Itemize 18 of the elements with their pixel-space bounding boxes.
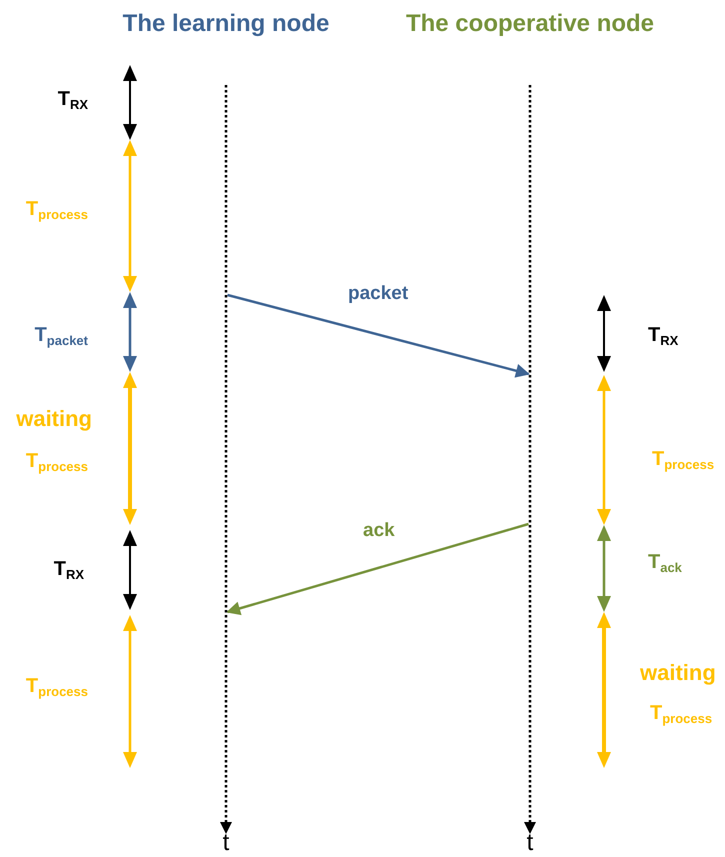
message-arrow xyxy=(227,294,530,378)
message-arrow xyxy=(226,522,529,616)
duration-label: T$_{packet}$ xyxy=(34,324,88,350)
lifeline-heading: The cooperative node xyxy=(406,10,654,38)
duration-label: T$_{process}$ xyxy=(26,198,88,224)
duration-label: T$_{process}$ xyxy=(26,450,88,476)
duration-label: T$_{process}$ xyxy=(26,675,88,701)
duration-label: T$_{ack}$ xyxy=(648,551,682,577)
duration-label: T$_{RX}$ xyxy=(54,558,84,584)
duration-label: T$_{process}$ xyxy=(650,702,712,728)
duration-label: waiting xyxy=(640,662,716,684)
axis-label: t xyxy=(222,832,230,854)
duration-label: T$_{RX}$ xyxy=(58,88,88,114)
duration-label: T$_{RX}$ xyxy=(648,324,678,350)
axis-label: t xyxy=(526,832,534,854)
lifeline-heading: The learning node xyxy=(122,10,330,38)
duration-label: T$_{process}$ xyxy=(652,448,714,474)
duration-label: waiting xyxy=(16,408,92,430)
